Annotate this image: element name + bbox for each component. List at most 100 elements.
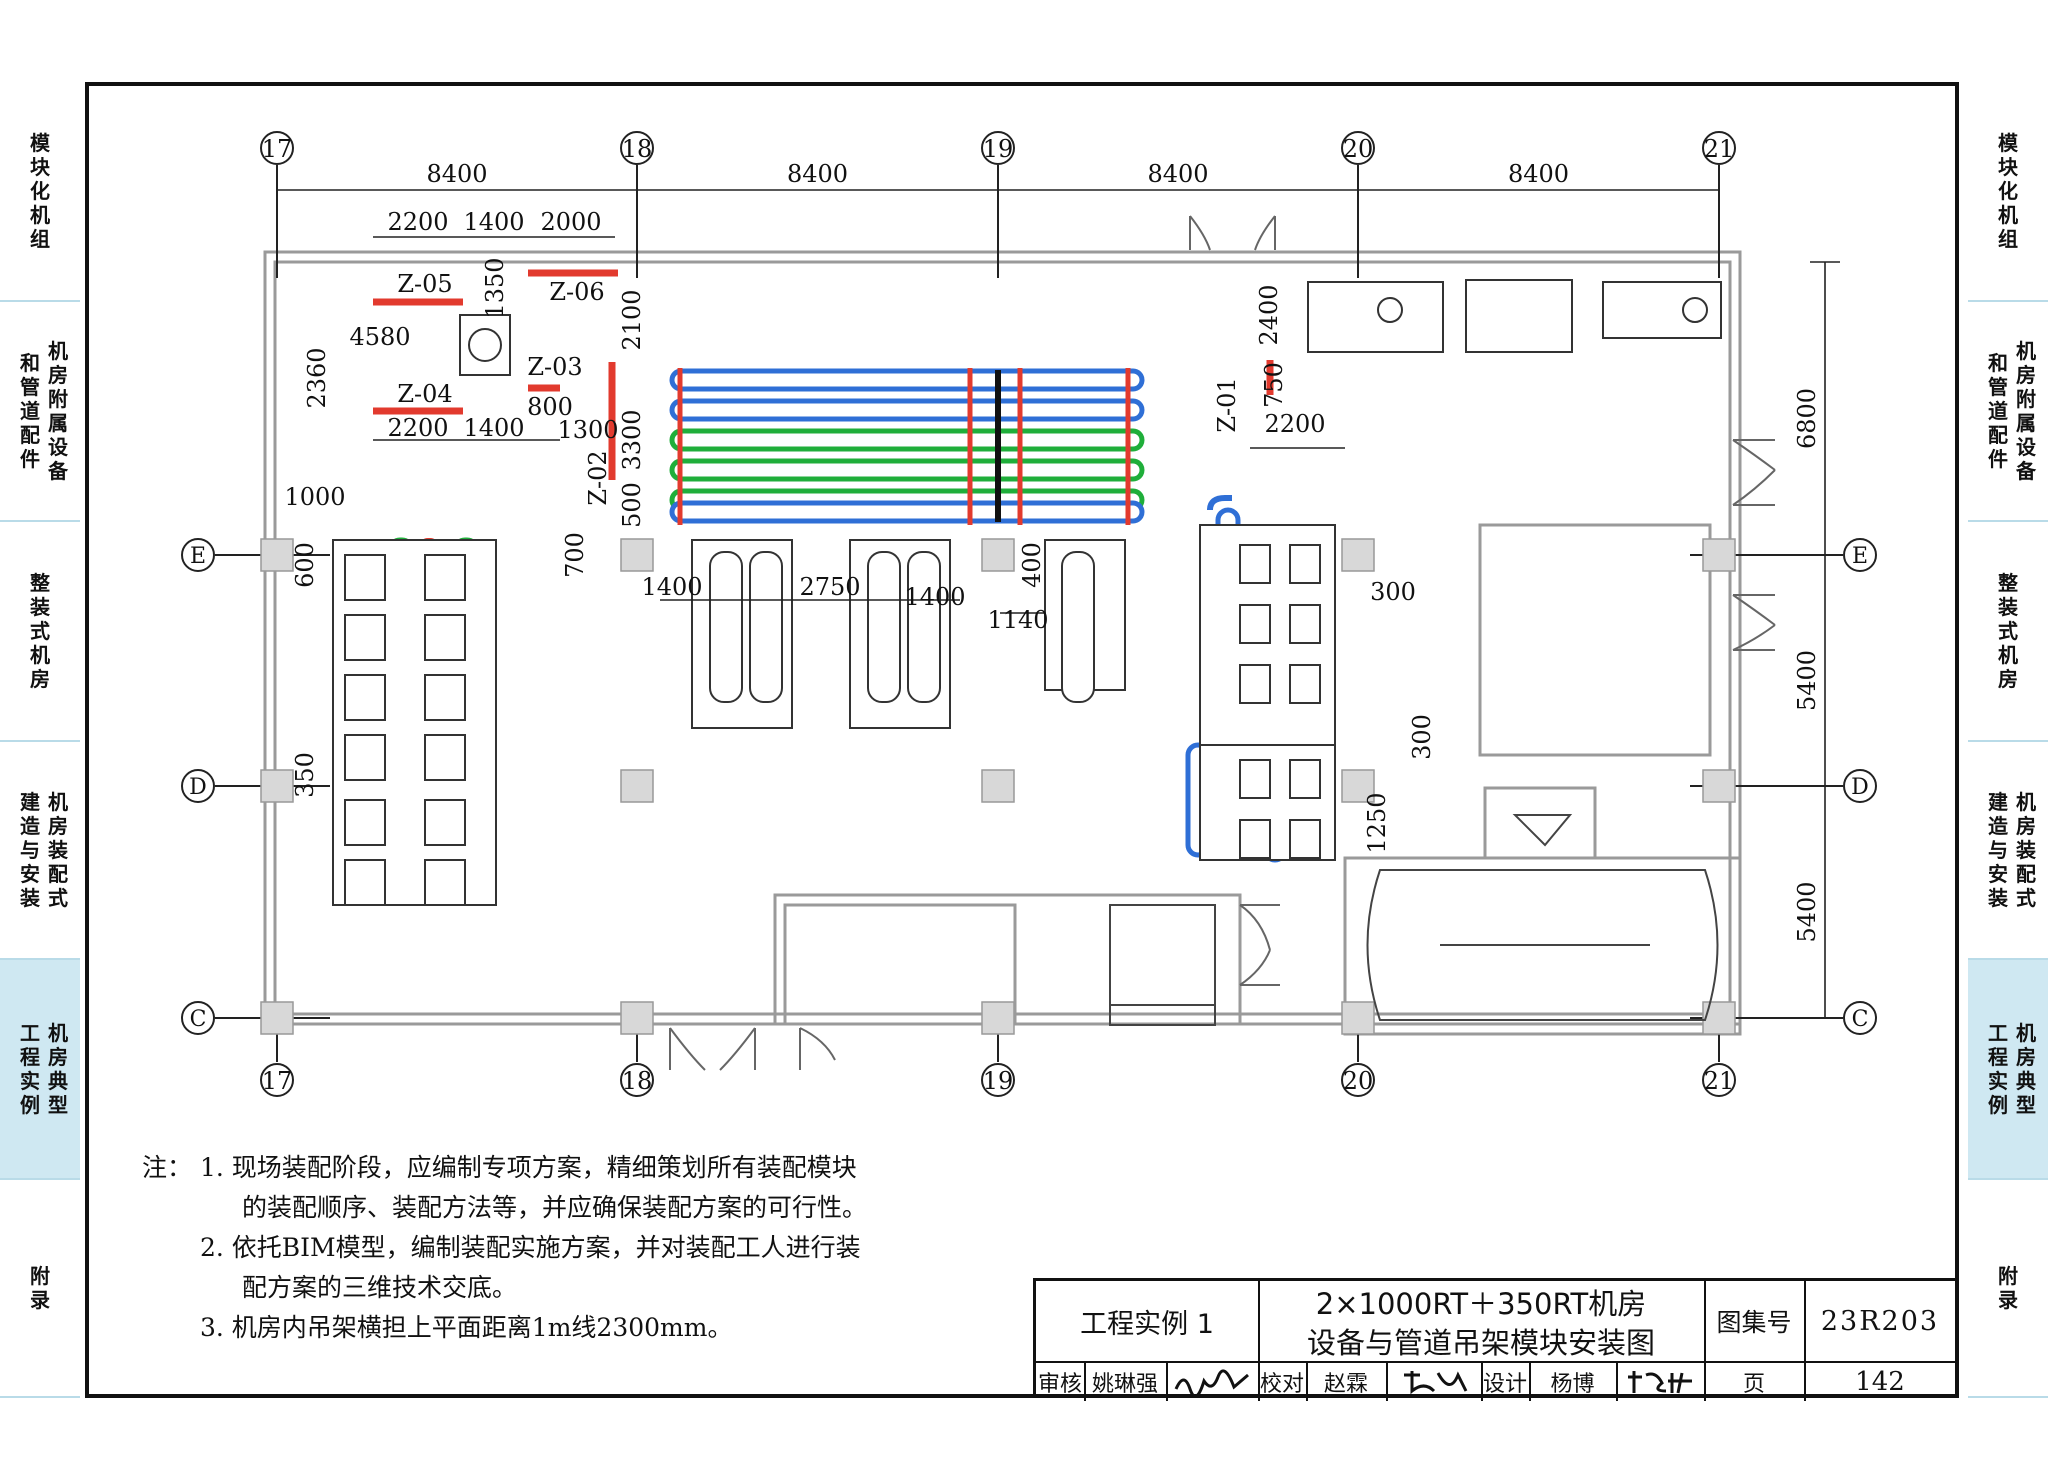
stair-room: [783, 903, 1017, 1024]
designer-name: 杨博: [1550, 1372, 1595, 1397]
dimension-text: 1400: [641, 573, 702, 601]
tab-appendix[interactable]: 附录: [1968, 1180, 2048, 1398]
hanger-tag: Z-03: [527, 353, 582, 381]
axis-label-left: D: [189, 775, 207, 800]
left-section-tabs: 模块化机组 机房附属设备 和管道配件 整装式机房 机房装配式 建造与安装 机房典…: [0, 0, 80, 1482]
tab-packaged-room[interactable]: 整装式机房: [1968, 522, 2048, 742]
project-label: 工程实例 1: [1080, 1308, 1214, 1340]
shaft-room: [1478, 523, 1712, 757]
dimension-text: 500: [618, 482, 646, 528]
dimension-text: 1250: [1363, 792, 1391, 853]
doors: [669, 215, 1776, 1071]
note-2: 2. 依托BIM模型，编制装配实施方案，并对装配工人进行装: [200, 1233, 861, 1262]
module-unit: [424, 799, 466, 846]
axis-bubble-top: [1341, 131, 1375, 165]
tab-packaged-room[interactable]: 整装式机房: [0, 522, 80, 742]
dimension-text: 2100: [618, 289, 646, 350]
pump-unit: [1239, 604, 1271, 644]
axis-label-top: 17: [262, 135, 293, 163]
check-label: 校对: [1259, 1372, 1304, 1397]
pipe-elbow: [1207, 495, 1232, 511]
door-right-2: [1732, 594, 1776, 651]
equipment-circle: [1377, 297, 1403, 323]
door-right-1: [1732, 439, 1776, 506]
dimension-text: 2360: [303, 347, 331, 408]
shaft-symbol: [1512, 814, 1573, 847]
axis-bubble-bottom: [1341, 1063, 1375, 1097]
structural-column: [620, 538, 654, 572]
dimension-text: 400: [1018, 542, 1046, 588]
axis-bubble-bottom: [981, 1063, 1015, 1097]
checker-signature-mark: [1403, 1371, 1467, 1395]
axis-label-bottom: 18: [622, 1067, 653, 1095]
axis-label-left: E: [190, 544, 206, 569]
shaft-box: [1483, 786, 1597, 860]
dimension-text: 2200: [387, 414, 448, 442]
tab-engineering-examples[interactable]: 机房典型 工程实例: [1968, 960, 2048, 1180]
dimension-text: 350: [291, 752, 319, 798]
stairs: [1109, 814, 1719, 1026]
structural-column: [981, 538, 1015, 572]
module-unit: [344, 674, 386, 721]
axis-label-bottom: 17: [262, 1067, 293, 1095]
tab-modular-units[interactable]: 模块化机组: [1968, 82, 2048, 302]
equipment: [332, 279, 1722, 906]
module-unit: [424, 554, 466, 601]
tab-prefab-construction[interactable]: 机房装配式 建造与安装: [1968, 742, 2048, 960]
horizontal-pipe: [669, 500, 1145, 524]
axis-bubble-top: [260, 131, 294, 165]
chiller-shell: [907, 551, 941, 703]
tab-label: 建造与安装: [1988, 790, 2008, 910]
structural-column: [1702, 769, 1736, 803]
axis-bubble-right: [1843, 1001, 1877, 1035]
structural-column: [1341, 538, 1375, 572]
tab-accessories[interactable]: 机房附属设备 和管道配件: [0, 302, 80, 522]
tab-engineering-examples[interactable]: 机房典型 工程实例: [0, 960, 80, 1180]
pump-unit: [1289, 759, 1321, 799]
axis-bubble-left: [181, 538, 215, 572]
dimension-text: 1000: [284, 483, 345, 511]
dim-text-bay: 8400: [1508, 160, 1569, 188]
right-section-tabs: 模块化机组 机房附属设备 和管道配件 整装式机房 机房装配式 建造与安装 机房典…: [1968, 0, 2048, 1482]
structural-column: [1341, 769, 1375, 803]
stair-oval: [1366, 869, 1719, 1021]
dimension-text: 1400: [904, 583, 965, 611]
tab-label: 附录: [30, 1264, 50, 1312]
tab-label: 建造与安装: [20, 790, 40, 910]
tab-label: 附录: [1998, 1264, 2018, 1312]
axis-label-top: 21: [1704, 135, 1735, 163]
door-bottom-1: [669, 1027, 756, 1071]
dimension-text: 4580: [349, 323, 410, 351]
structural-column: [981, 769, 1015, 803]
reviewer-signature-mark: [1174, 1369, 1249, 1397]
notes-heading: 注：: [142, 1153, 193, 1182]
structural-column: [260, 769, 294, 803]
module-unit: [344, 859, 386, 906]
tab-appendix[interactable]: 附录: [0, 1180, 80, 1398]
hanger-tag: Z-05: [397, 270, 452, 298]
tab-modular-units[interactable]: 模块化机组: [0, 82, 80, 302]
module-unit: [344, 614, 386, 661]
title-line-2: 设备与管道吊架模块安装图: [1306, 1326, 1655, 1360]
note-3: 3. 机房内吊架横担上平面距离1m线2300mm。: [200, 1313, 733, 1342]
atlas-number: 23R203: [1820, 1305, 1940, 1337]
designer-signature-mark: [1628, 1371, 1692, 1394]
dim-text-right: 6800: [1793, 388, 1821, 449]
tab-label: 机房装配式: [2016, 790, 2036, 910]
dimension-text: 2000: [540, 208, 601, 236]
horizontal-pipe: [669, 398, 1145, 422]
axis-bubble-top: [981, 131, 1015, 165]
tab-accessories[interactable]: 机房附属设备 和管道配件: [1968, 302, 2048, 522]
axis-label-bottom: 19: [983, 1067, 1014, 1095]
tab-label: 机房装配式: [48, 790, 68, 910]
designer-signature: [1616, 1363, 1704, 1401]
equipment-circle: [468, 328, 502, 362]
axis-label-right: C: [1852, 1007, 1869, 1032]
title-line-1: 2×1000RT＋350RT机房: [1315, 1287, 1647, 1321]
tab-prefab-construction[interactable]: 机房装配式 建造与安装: [0, 742, 80, 960]
pipe-racks: [387, 368, 1288, 905]
structural-column: [981, 1001, 1015, 1035]
review-label: 审核: [1037, 1372, 1082, 1397]
dim-text-bay: 8400: [787, 160, 848, 188]
